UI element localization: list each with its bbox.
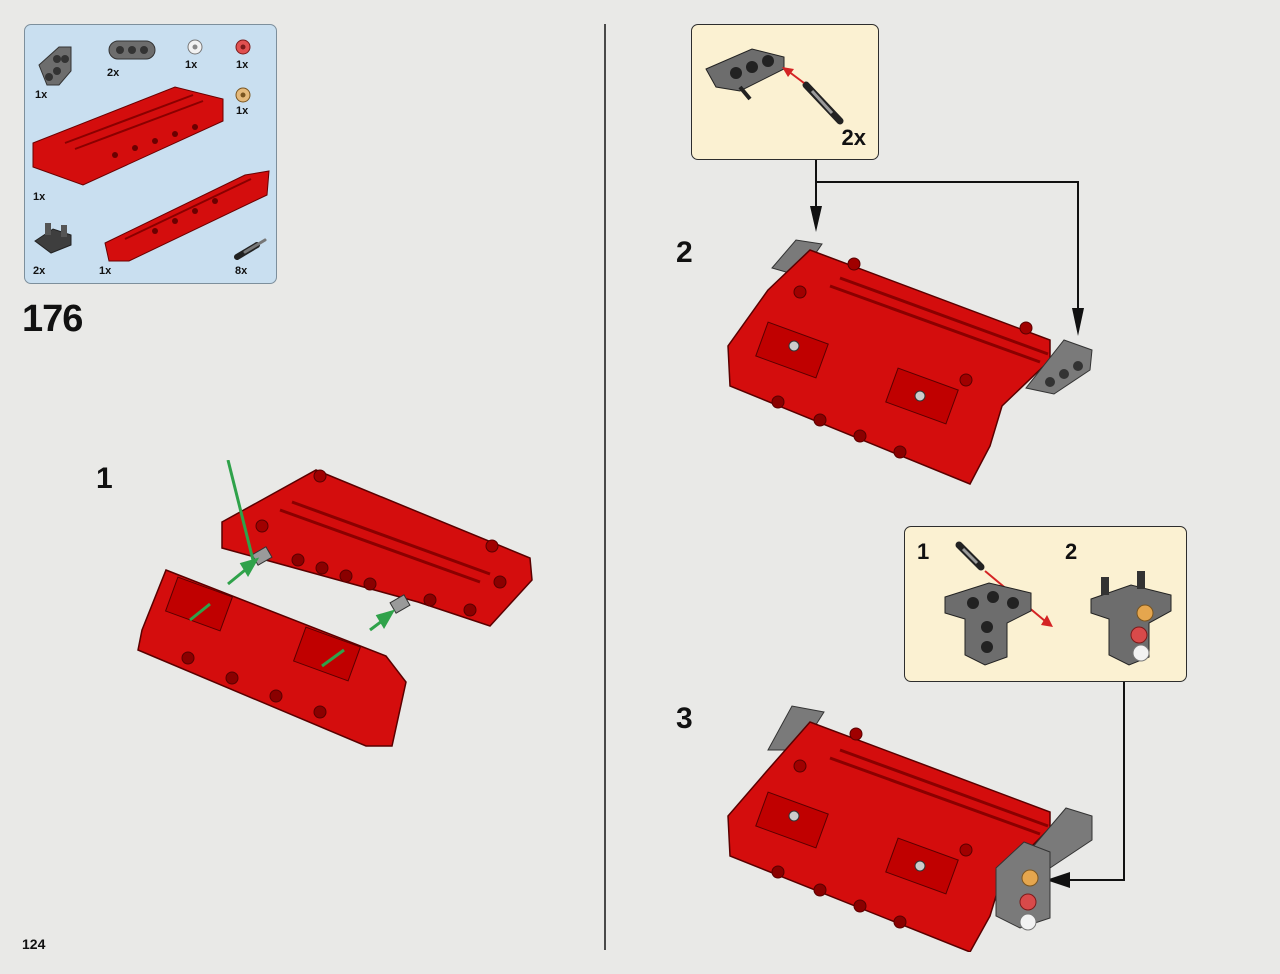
main-step-number: 176 bbox=[22, 298, 83, 340]
substep-2-illustration bbox=[727, 239, 1093, 485]
callout-bottom-step-2: 2 bbox=[1065, 539, 1078, 564]
angle-connector-part bbox=[34, 223, 72, 254]
axle-pin-part bbox=[234, 238, 267, 260]
page-number: 124 bbox=[22, 936, 46, 952]
beam-3-part bbox=[108, 40, 156, 60]
parts-illustration bbox=[32, 39, 270, 262]
substep-3-number: 3 bbox=[676, 702, 693, 735]
red-panel-large-part bbox=[32, 86, 224, 186]
bush-tan-part bbox=[235, 87, 251, 103]
qty-angle-connector: 2x bbox=[33, 265, 46, 277]
qty-red-panel-large: 1x bbox=[33, 191, 46, 203]
callout-bottom-illustration bbox=[944, 541, 1172, 666]
qty-t-beam: 1x bbox=[35, 89, 48, 101]
callout-top-qty: 2x bbox=[841, 125, 866, 150]
substep-1-illustration bbox=[137, 460, 533, 747]
callout-bottom: 1 2 bbox=[904, 526, 1187, 682]
callout-top-arrows bbox=[810, 160, 1084, 336]
parts-list-box: 1x 2x 1x 1x 1x 1x 2x 1x 8x bbox=[24, 24, 277, 284]
substep-3-illustration bbox=[727, 705, 1093, 952]
bush-white-part bbox=[187, 39, 203, 55]
substep-1-number: 1 bbox=[96, 462, 113, 495]
t-beam-part bbox=[38, 46, 72, 86]
bush-red-part bbox=[235, 39, 251, 55]
callout-top: 2x bbox=[691, 24, 879, 160]
red-panel-curved-part bbox=[104, 170, 270, 262]
page-divider bbox=[604, 24, 606, 950]
qty-beam-3: 2x bbox=[107, 67, 120, 79]
callout-bottom-arrow bbox=[1046, 682, 1125, 888]
callout-top-illustration bbox=[705, 48, 844, 125]
qty-bush-white: 1x bbox=[185, 59, 198, 71]
qty-bush-tan: 1x bbox=[236, 105, 249, 117]
qty-bush-red: 1x bbox=[236, 59, 249, 71]
substep-2-number: 2 bbox=[676, 236, 693, 269]
qty-red-panel-curved: 1x bbox=[99, 265, 112, 277]
qty-axle-pin: 8x bbox=[235, 265, 248, 277]
callout-bottom-step-1: 1 bbox=[917, 539, 930, 564]
